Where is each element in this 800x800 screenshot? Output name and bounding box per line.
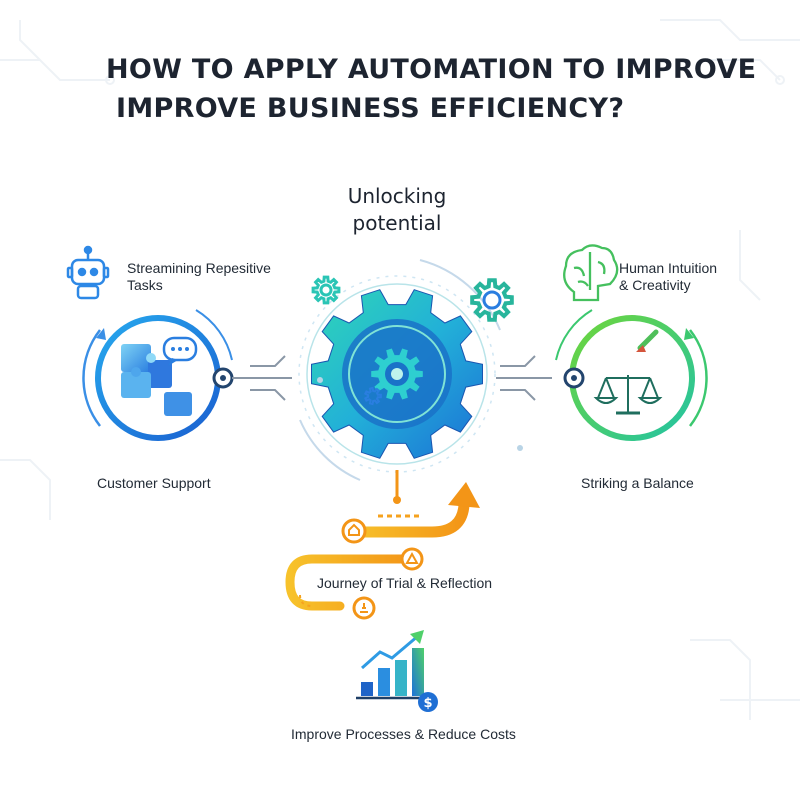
- scale-icon: [593, 375, 663, 415]
- journey-path: [285, 470, 480, 620]
- small-gear-icon: [470, 278, 514, 322]
- center-label: Unlocking potential: [300, 183, 494, 237]
- growth-chart-icon: [356, 630, 434, 700]
- chat-bubble-icon: [162, 336, 198, 366]
- right-top-label-line-1: Human Intuition: [619, 260, 718, 276]
- small-gear-icon: [311, 275, 341, 305]
- bottom-label: Improve Processes & Reduce Costs: [291, 726, 516, 742]
- center-label-line-2: potential: [352, 211, 442, 235]
- journey-label: Journey of Trial & Reflection: [317, 575, 493, 591]
- robot-icon: [66, 245, 110, 300]
- right-ring-group: [496, 309, 708, 441]
- svg-text:$: $: [423, 696, 432, 711]
- left-top-label: Streamining Repesitive Tasks: [127, 260, 271, 294]
- puzzle-icon: [121, 344, 192, 416]
- brain-icon: [563, 244, 619, 302]
- right-top-label-line-2: & Creativity: [619, 277, 691, 293]
- dollar-icon: $: [418, 692, 438, 712]
- paintbrush-icon: [636, 329, 659, 352]
- page-title-line-1: HOW TO APPLY AUTOMATION TO IMPROVE: [106, 54, 757, 85]
- left-bottom-label: Customer Support: [97, 475, 211, 491]
- page-title-line-2: IMPROVE BUSINESS EFFICIENCY?: [116, 93, 625, 124]
- small-gear-icon: [363, 386, 382, 406]
- background-circuit-decoration: [0, 19, 800, 720]
- center-label-line-1: Unlocking: [347, 184, 447, 208]
- left-top-label-line-1: Streamining Repesitive: [127, 260, 271, 276]
- right-top-label: Human Intuition & Creativity: [619, 260, 717, 294]
- central-gear-group: [298, 259, 501, 481]
- left-ring-group: [82, 309, 292, 441]
- right-bottom-label: Striking a Balance: [581, 475, 694, 491]
- left-top-label-line-2: Tasks: [127, 277, 163, 293]
